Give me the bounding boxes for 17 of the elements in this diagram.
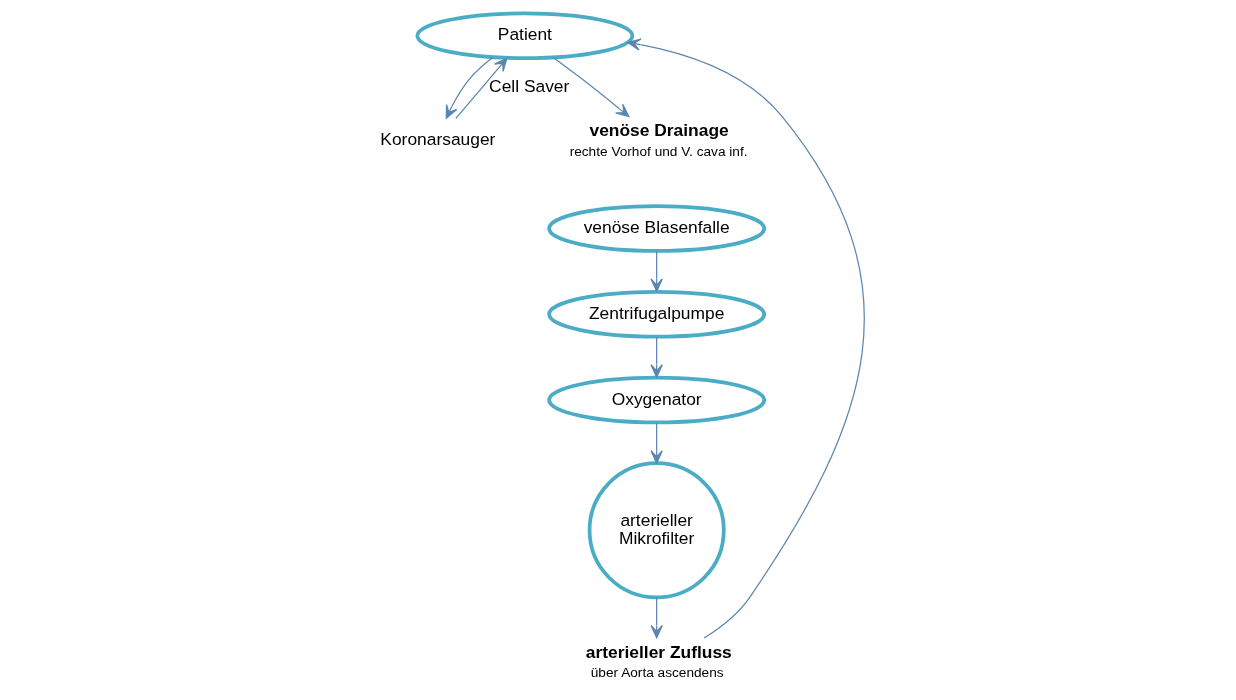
arrow — [649, 422, 663, 464]
node-ellipse: Oxygenator — [546, 375, 766, 425]
node-text: venöse Drainage rechte Vorhof und V. cava inf. — [569, 120, 748, 159]
arrow — [552, 57, 629, 118]
node-text: Koronarsauger — [379, 129, 495, 150]
node-circle: arterieller Mikrofilter — [587, 461, 726, 600]
node-ellipse: venöse Blasenfalle — [546, 204, 766, 253]
node-ellipse: Zentrifugalpumpe — [546, 290, 766, 339]
arrow — [649, 336, 663, 378]
arrow — [649, 596, 663, 639]
arrow — [445, 56, 493, 119]
edge-label: Cell Saver — [488, 75, 569, 96]
node-text: arterieller Zufluss über Aorta ascendens — [585, 641, 732, 681]
arrow — [649, 250, 663, 292]
node-ellipse: Patient — [415, 11, 634, 61]
arrow — [454, 57, 507, 119]
arrow — [626, 38, 865, 639]
